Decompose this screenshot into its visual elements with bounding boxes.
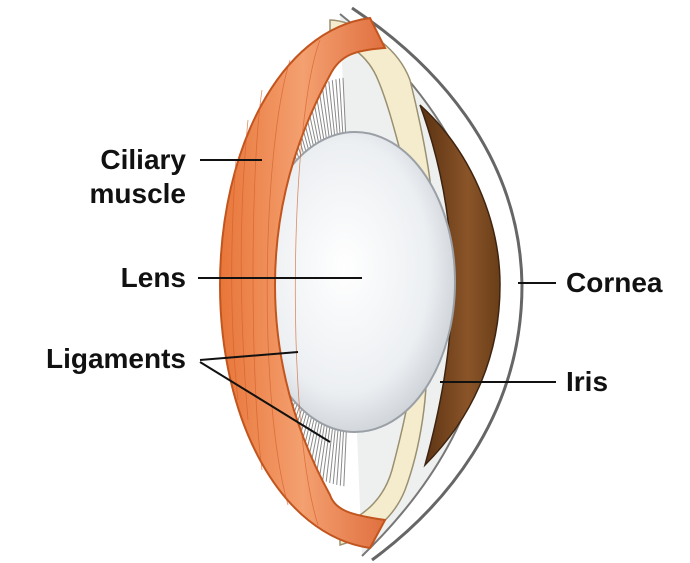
ligament-fiber: [325, 83, 332, 137]
ligament-fiber: [344, 431, 347, 486]
iris-label: Iris: [566, 365, 608, 399]
ligament-fiber: [326, 428, 332, 482]
ciliary-muscle-label-line1: Ciliary: [60, 143, 186, 177]
ligament-fiber: [340, 431, 343, 486]
lens-label: Lens: [60, 261, 186, 295]
cornea-label: Cornea: [566, 266, 662, 300]
ligament-fiber: [329, 81, 335, 135]
ciliary-muscle-label-line2: muscle: [60, 177, 186, 211]
ligament-fiber: [339, 79, 342, 134]
ligaments-label: Ligaments: [10, 342, 186, 376]
